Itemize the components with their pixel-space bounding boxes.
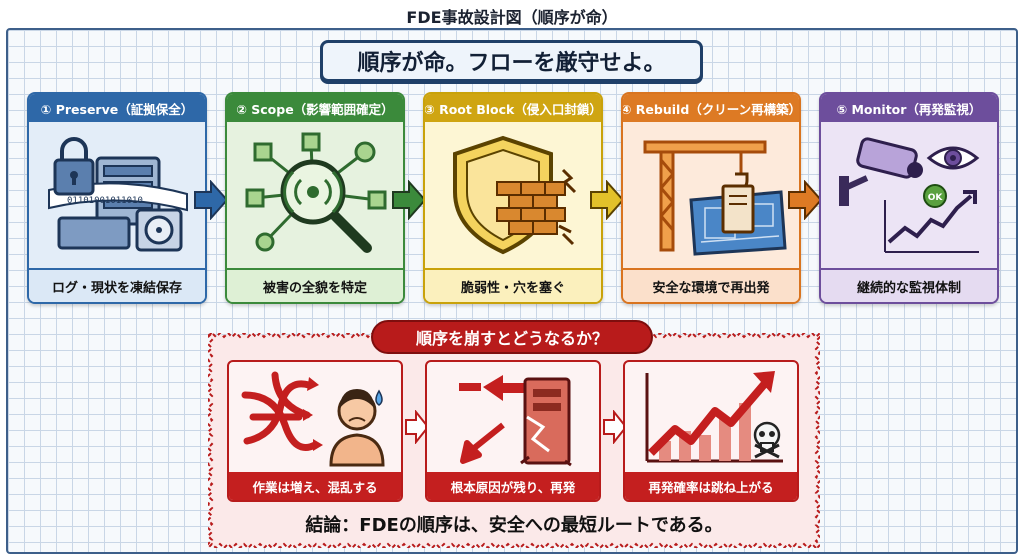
risk-arrow-1	[405, 410, 430, 444]
stage-root-block-label: 脆弱性・穴を塞ぐ	[425, 268, 601, 302]
stage-monitor-label: 継続的な監視体制	[821, 268, 997, 302]
risk-card-probability-label: 再発確率は跳ね上がる	[625, 472, 797, 500]
stage-root-block-title: ③ Root Block（侵入口封鎖）	[425, 94, 601, 122]
risk-title: 順序を崩すとどうなるか？	[371, 320, 653, 354]
risk-card-recurrence: 根本原因が残り、再発	[425, 360, 601, 502]
camera-eye-chart-icon: OK	[821, 122, 997, 268]
svg-text:01101001011010: 01101001011010	[67, 196, 143, 206]
risk-card-confusion: 作業は増え、混乱する	[227, 360, 403, 502]
rising-chart-skull-icon	[625, 362, 797, 472]
crane-blueprint-server-icon	[623, 122, 799, 268]
broken-arrow-server-icon	[427, 362, 599, 472]
stage-preserve-title: ① Preserve（証拠保全）	[29, 94, 205, 122]
stage-rebuild-title: ④ Rebuild（クリーン再構築）	[623, 94, 799, 122]
flow-arrow-1	[194, 180, 229, 220]
headline-banner: 順序が命。フローを厳守せよ。	[320, 40, 703, 82]
stage-preserve: ① Preserve（証拠保全） 01101001011010 ログ・現状を凍結…	[27, 92, 207, 304]
flow-arrow-3	[590, 180, 625, 220]
flow-arrow-2	[392, 180, 427, 220]
risk-card-recurrence-label: 根本原因が残り、再発	[427, 472, 599, 500]
tangled-arrows-person-icon	[229, 362, 401, 472]
conclusion-text: 結論：FDEの順序は、安全への最短ルートである。	[305, 515, 723, 536]
stage-rebuild: ④ Rebuild（クリーン再構築） 安全な環境で再出発	[621, 92, 801, 304]
stage-monitor-title: ⑤ Monitor（再発監視）	[821, 94, 997, 122]
stage-monitor: ⑤ Monitor（再発監視） OK 継続的な監視体制	[819, 92, 999, 304]
risk-card-probability: 再発確率は跳ね上がる	[623, 360, 799, 502]
risk-card-confusion-label: 作業は増え、混乱する	[229, 472, 401, 500]
network-magnifier-icon	[227, 122, 403, 268]
page-title: FDE事故設計図（順序が命）	[406, 8, 618, 27]
shield-brick-wall-icon	[425, 122, 601, 268]
stage-scope-label: 被害の全貌を特定	[227, 268, 403, 302]
flow-arrow-4	[788, 180, 823, 220]
stage-scope: ② Scope（影響範囲確定） 被害の全貌を特定	[225, 92, 405, 304]
stage-root-block: ③ Root Block（侵入口封鎖） 脆弱性・穴を塞ぐ	[423, 92, 603, 304]
ok-badge: OK	[928, 193, 944, 203]
stage-preserve-label: ログ・現状を凍結保存	[29, 268, 205, 302]
stage-scope-title: ② Scope（影響範囲確定）	[227, 94, 403, 122]
stage-rebuild-label: 安全な環境で再出発	[623, 268, 799, 302]
lock-server-disk-icon: 01101001011010	[29, 122, 205, 268]
risk-arrow-2	[603, 410, 628, 444]
